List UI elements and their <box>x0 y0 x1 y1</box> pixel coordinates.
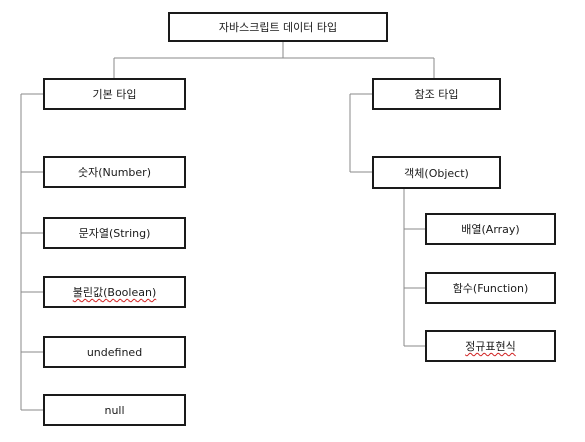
node-regexp: 정규표현식 <box>425 330 556 362</box>
node-primitive-types: 기본 타입 <box>43 78 186 110</box>
node-primitive-types-label: 기본 타입 <box>92 88 137 101</box>
node-regexp-label: 정규표현식 <box>465 340 516 353</box>
node-object: 객체(Object) <box>372 156 501 189</box>
node-object-label: 객체(Object) <box>404 166 469 180</box>
node-reference-types-label: 참조 타입 <box>414 88 459 101</box>
node-array-label: 배열(Array) <box>461 223 520 236</box>
node-undefined-label: undefined <box>86 345 143 359</box>
node-null: null <box>43 394 186 426</box>
node-string: 문자열(String) <box>43 217 186 249</box>
node-root: 자바스크립트 데이터 타입 <box>168 12 388 42</box>
node-array: 배열(Array) <box>425 213 556 245</box>
node-function: 함수(Function) <box>425 272 556 304</box>
node-boolean-label: 불린값(Boolean) <box>72 286 157 299</box>
node-number-label: 숫자(Number) <box>77 166 151 179</box>
node-number: 숫자(Number) <box>43 156 186 188</box>
node-root-label: 자바스크립트 데이터 타입 <box>218 21 338 34</box>
node-undefined: undefined <box>43 336 186 368</box>
node-function-label: 함수(Function) <box>452 282 529 295</box>
node-reference-types: 참조 타입 <box>372 78 501 110</box>
node-boolean: 불린값(Boolean) <box>43 276 186 308</box>
node-null-label: null <box>104 403 125 417</box>
node-string-label: 문자열(String) <box>78 227 151 240</box>
